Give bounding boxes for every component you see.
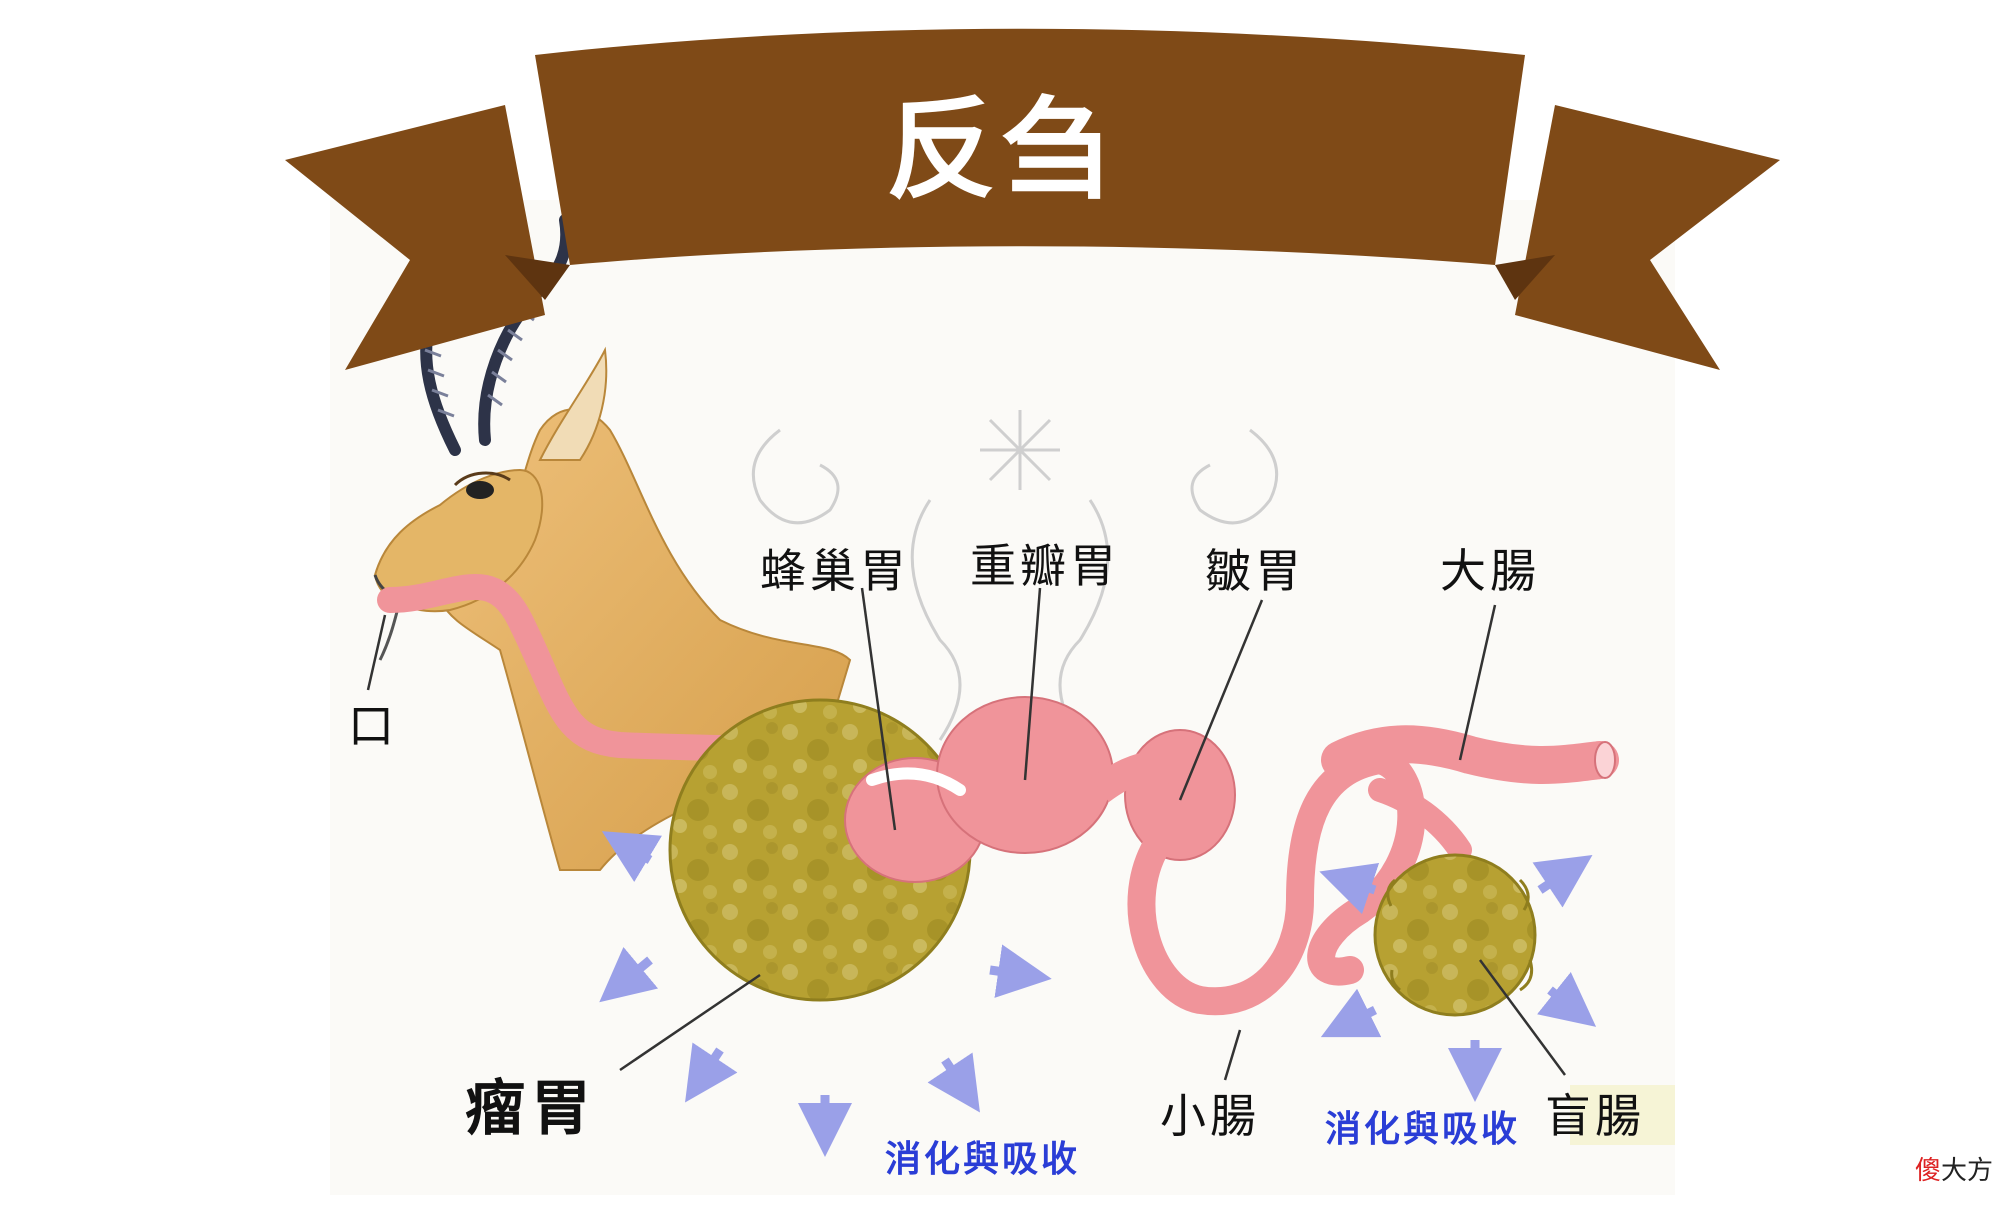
decorative-swirls	[751, 410, 1279, 741]
abomasum-organ	[1124, 729, 1236, 861]
absorption-arrows	[599, 831, 1597, 1157]
watermark: 傻大方	[1915, 1150, 1993, 1187]
cecum-label-background	[1570, 1085, 1675, 1145]
cecum-organ	[1373, 853, 1537, 1017]
label-small-intestine: 小腸	[1160, 1089, 1260, 1143]
watermark-red-char: 傻	[1915, 1156, 1942, 1186]
label-reticulum: 蜂巢胃	[760, 544, 910, 598]
large-intestine-organ	[1321, 725, 1619, 784]
title-banner	[285, 28, 1780, 370]
label-omasum: 重瓣胃	[970, 539, 1120, 593]
digestive-tract	[377, 573, 1619, 1017]
label-digestion-absorption-1: 消化與吸收	[885, 1138, 1081, 1180]
leader-lines	[366, 587, 1567, 1081]
watermark-rest: 大方	[1941, 1156, 1994, 1186]
label-abomasum: 皺胃	[1205, 544, 1305, 598]
label-mouth: 口	[348, 699, 398, 753]
label-cecum: 盲腸	[1545, 1089, 1645, 1143]
page-title: 反刍	[886, 85, 1114, 214]
label-large-intestine: 大腸	[1440, 544, 1540, 598]
label-rumen: 瘤胃	[465, 1074, 597, 1144]
label-digestion-absorption-2: 消化與吸收	[1325, 1108, 1521, 1150]
